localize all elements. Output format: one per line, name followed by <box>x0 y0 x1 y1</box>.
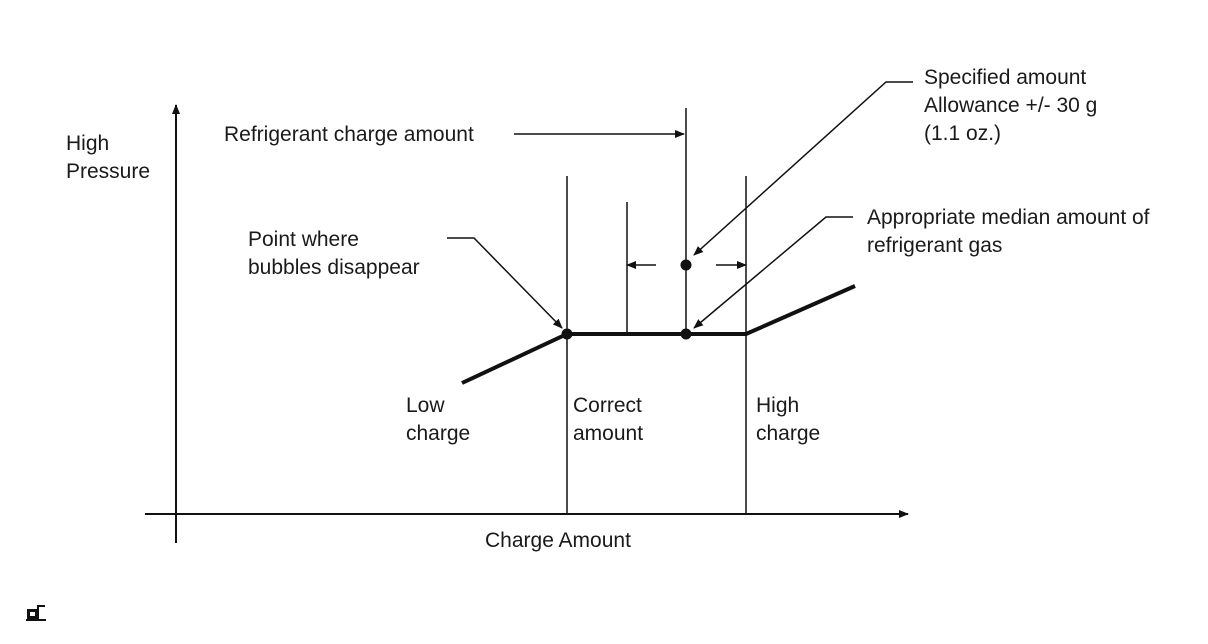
median-point-dot <box>680 328 692 340</box>
low-charge-label: Low charge <box>406 394 471 445</box>
specified-leader <box>693 81 913 256</box>
x-axis-label: Charge Amount <box>485 529 631 552</box>
median-amount-label: Appropriate median amount of refrigerant… <box>867 206 1150 257</box>
y-axis-label: High Pressure <box>66 132 151 183</box>
bubbles-leader <box>447 237 563 329</box>
pressure-curve <box>461 284 856 385</box>
correct-amount-label: Correct amount <box>573 394 644 445</box>
service-icon <box>26 605 46 621</box>
specified-amount-label: Specified amount Allowance +/- 30 g (1.1… <box>924 66 1098 145</box>
high-charge-label: High charge <box>756 394 821 445</box>
bubbles-label: Point where bubbles disappear <box>248 228 420 279</box>
refrigerant-charge-label: Refrigerant charge amount <box>224 123 474 146</box>
bubble-point-dot <box>561 328 573 340</box>
specified-point-dot <box>680 259 692 271</box>
median-leader <box>693 216 853 329</box>
